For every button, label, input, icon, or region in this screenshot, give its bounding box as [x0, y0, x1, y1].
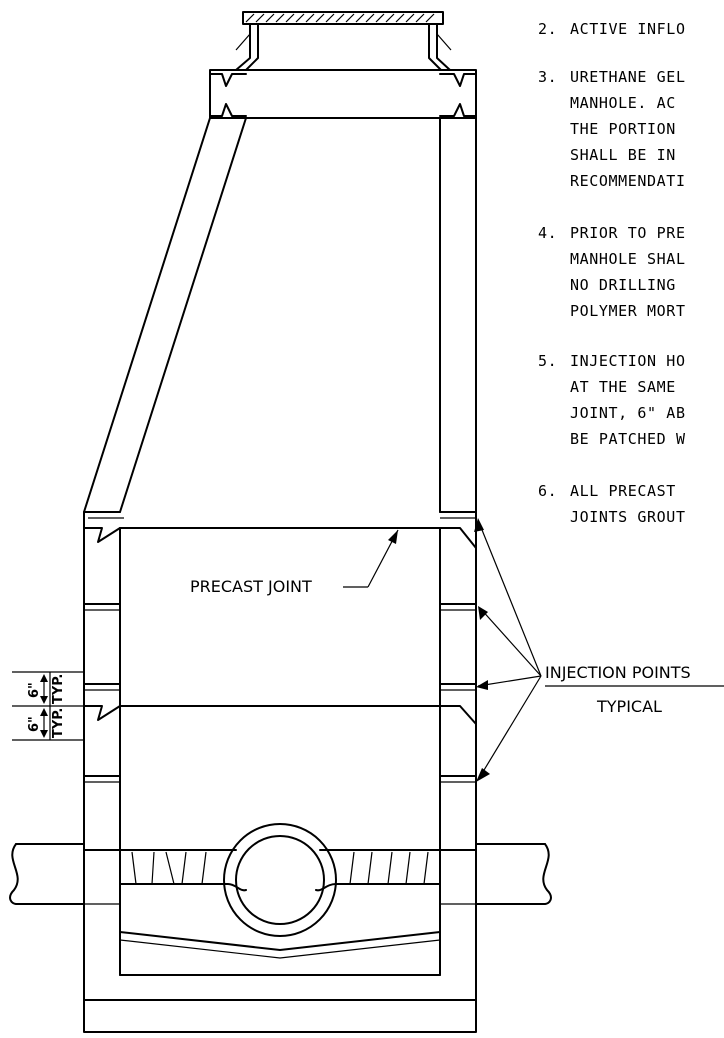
dim-lower-value: 6": [27, 716, 42, 732]
dim-upper-value: 6": [27, 682, 42, 698]
note-5-line-2: AT THE SAME: [570, 378, 676, 396]
note-3-line-5: RECOMMENDATI: [570, 172, 686, 190]
eccentric-cone: [83, 117, 477, 519]
manhole-bench: [119, 850, 441, 959]
precast-joint-label: PRECAST JOINT: [190, 577, 312, 596]
note-5-line-1: INJECTION HO: [570, 352, 686, 370]
note-2: 2. ACTIVE INFLO: [538, 20, 686, 38]
note-3-line-2: MANHOLE. AC: [570, 94, 676, 112]
note-3-line-3: THE PORTION: [570, 120, 676, 138]
dim-lower-typ: TYP.: [51, 708, 66, 738]
note-3-line-4: SHALL BE IN: [570, 146, 676, 164]
note-4-line-3: NO DRILLING: [570, 276, 676, 294]
note-6-number: 6.: [538, 482, 557, 500]
precast-joint-leader: [343, 529, 399, 588]
manhole-barrel: [83, 511, 477, 1001]
dimension-markers: [12, 671, 84, 741]
notes-list: 2. ACTIVE INFLO 3. URETHANE GEL MANHOLE.…: [538, 20, 686, 526]
typical-label: TYPICAL: [596, 697, 662, 716]
grade-ring: [209, 69, 477, 119]
note-3-line-1: URETHANE GEL: [570, 68, 686, 86]
precast-joint-lower: [83, 705, 477, 725]
note-4: 4. PRIOR TO PRE MANHOLE SHAL NO DRILLING…: [538, 224, 686, 320]
injection-points-leaders: [474, 518, 542, 782]
injection-points-label: INJECTION POINTS: [545, 663, 691, 682]
injection-marks-left: [83, 603, 121, 783]
note-4-line-1: PRIOR TO PRE: [570, 224, 686, 242]
note-5-line-4: BE PATCHED W: [570, 430, 686, 448]
note-5-number: 5.: [538, 352, 557, 370]
note-6-line-1: ALL PRECAST: [570, 482, 676, 500]
note-4-line-2: MANHOLE SHAL: [570, 250, 686, 268]
precast-joint-upper: [83, 527, 477, 549]
sewer-pipe: [9, 843, 552, 905]
base-slab: [83, 974, 477, 1033]
pipe-opening: [223, 823, 337, 937]
note-4-line-4: POLYMER MORT: [570, 302, 686, 320]
dim-upper-typ: TYP.: [51, 674, 66, 704]
manhole-cover: [242, 11, 444, 25]
note-6: 6. ALL PRECAST JOINTS GROUT: [538, 482, 686, 526]
injection-marks-right: [439, 603, 477, 783]
note-4-number: 4.: [538, 224, 557, 242]
note-5: 5. INJECTION HO AT THE SAME JOINT, 6" AB…: [538, 352, 686, 448]
manhole-frame: [235, 23, 452, 71]
note-6-line-2: JOINTS GROUT: [570, 508, 686, 526]
note-3-number: 3.: [538, 68, 557, 86]
note-2-line-1: ACTIVE INFLO: [570, 20, 686, 38]
note-5-line-3: JOINT, 6" AB: [570, 404, 686, 422]
note-3: 3. URETHANE GEL MANHOLE. AC THE PORTION …: [538, 68, 686, 190]
note-2-number: 2.: [538, 20, 557, 38]
